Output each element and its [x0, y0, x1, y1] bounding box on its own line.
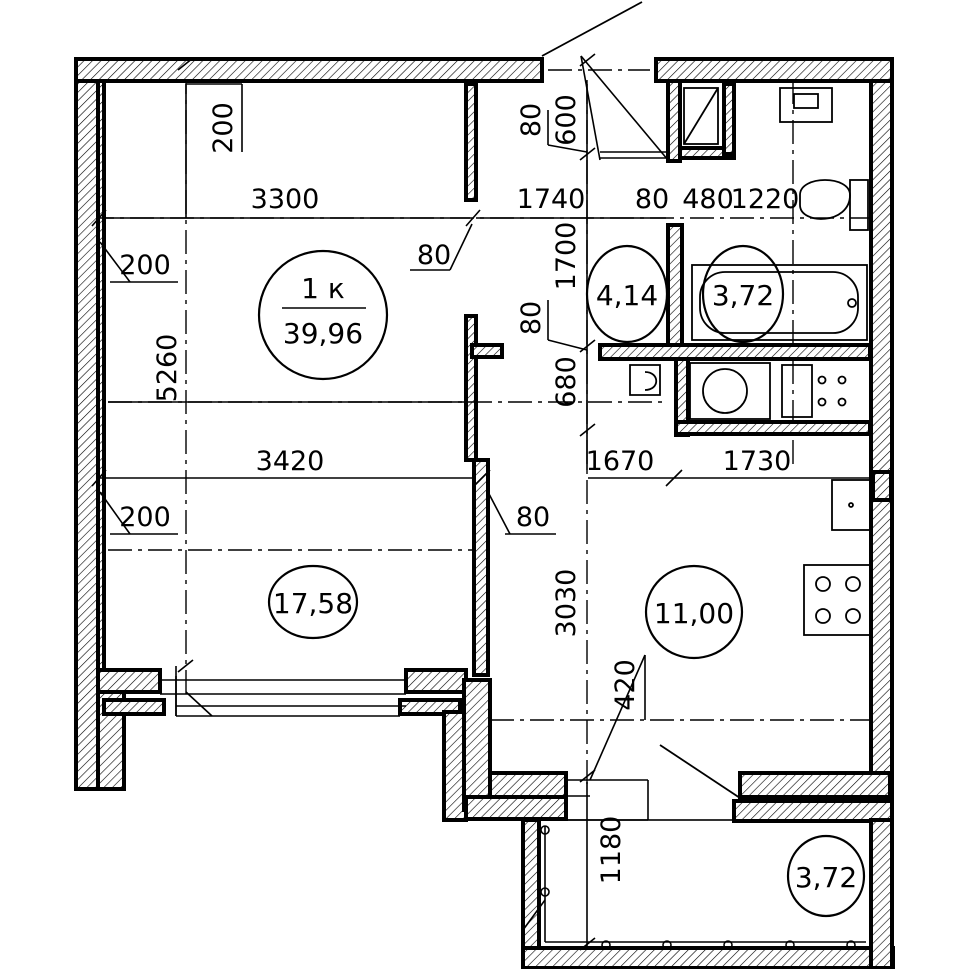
- washing-machine-icon: [689, 362, 771, 420]
- kitchen-area: 11,00: [654, 597, 734, 630]
- dim-200-low: 200: [119, 502, 171, 533]
- bathroom-circle: [701, 244, 785, 344]
- hall-circle: [585, 244, 669, 344]
- bathtub-icon: [691, 264, 868, 341]
- windows: [160, 1, 741, 821]
- dim-1740: 1740: [517, 184, 586, 215]
- dim-200-top: 200: [208, 102, 239, 154]
- sink-icon: [779, 87, 833, 123]
- bathroom-area: 3,72: [712, 279, 774, 312]
- dim-3030: 3030: [551, 569, 582, 638]
- loggia-area: 3,72: [795, 861, 857, 894]
- dim-3300: 3300: [251, 184, 320, 215]
- dim-80-mid: 80: [417, 240, 451, 271]
- dim-600: 600: [551, 94, 582, 146]
- dimension-lines: [91, 53, 870, 951]
- loggia-circle: [786, 834, 866, 918]
- apartment-summary-circle: [257, 249, 389, 381]
- interior-walls: [464, 79, 893, 677]
- room-labels: [257, 244, 866, 918]
- dim-680: 680: [551, 356, 582, 408]
- loggia: [521, 818, 895, 969]
- dim-5260: 5260: [152, 334, 183, 403]
- apartment-rooms-label: 1 к: [301, 272, 345, 305]
- dim-1670: 1670: [586, 446, 655, 477]
- dim-1730: 1730: [723, 446, 792, 477]
- fixtures: [629, 87, 871, 636]
- apartment-total-area: 39,96: [283, 317, 363, 350]
- dim-200-left: 200: [119, 250, 171, 281]
- stove-icon: [803, 564, 871, 636]
- dim-80-hall: 80: [516, 301, 547, 335]
- dim-1700: 1700: [551, 222, 582, 291]
- dim-480: 480: [682, 184, 734, 215]
- dimension-texts-vertical: 200 80 600 1700 80 5260 680 3030 420 118…: [152, 94, 641, 884]
- dim-3420: 3420: [256, 446, 325, 477]
- dim-420: 420: [610, 659, 641, 711]
- kitchen-circle: [644, 564, 744, 660]
- dim-80-a: 80: [635, 184, 669, 215]
- kitchen-sink-icon: [831, 479, 871, 531]
- dim-80-low: 80: [516, 502, 550, 533]
- living-room-circle: [267, 564, 359, 640]
- dimension-texts-horizontal: 3300 1740 80 480 1220 200 80 3420 1670 1…: [119, 184, 799, 533]
- dim-80-top: 80: [516, 103, 547, 137]
- dim-1180: 1180: [596, 816, 627, 885]
- toilet-icon: [799, 179, 851, 220]
- area-texts: 1 к 39,96 17,58 11,00 4,14 3,72 3,72: [273, 272, 857, 894]
- living-room-area: 17,58: [273, 587, 353, 620]
- hall-area: 4,14: [596, 279, 658, 312]
- dim-1220: 1220: [731, 184, 800, 215]
